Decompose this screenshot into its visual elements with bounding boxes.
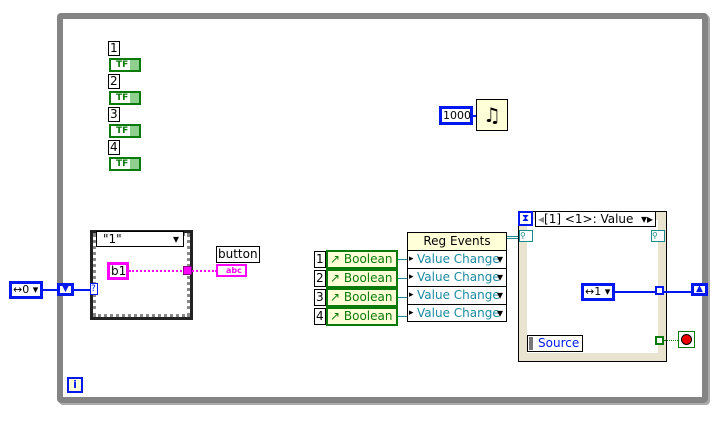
ref-label-3: 3 <box>314 289 326 306</box>
bool-control-2[interactable]: TF <box>109 91 141 105</box>
bool-label-3: 3 <box>108 107 120 122</box>
wire <box>43 289 58 291</box>
ref-wire <box>398 278 407 279</box>
event-row[interactable]: Value Change <box>408 304 506 322</box>
source-node[interactable]: Source <box>527 335 583 352</box>
shift-register-left[interactable]: ▼ <box>57 283 74 296</box>
event-row[interactable]: Value Change <box>408 268 506 286</box>
event-reg-terminal-right: ⚲ <box>651 230 665 242</box>
event-reg-wire <box>507 236 520 239</box>
event-row[interactable]: Value Change <box>408 286 506 304</box>
bool-tunnel <box>655 336 664 345</box>
shift-register-right[interactable]: ▲ <box>691 283 708 296</box>
control-ref-2[interactable]: ↗ Boolean <box>326 269 398 288</box>
iteration-terminal: i <box>67 377 83 393</box>
stop-icon <box>681 334 692 345</box>
bool-control-3[interactable]: TF <box>109 124 141 138</box>
ref-label-2: 2 <box>314 270 326 287</box>
bool-label-1: 1 <box>108 41 120 56</box>
control-ref-4[interactable]: ↗ Boolean <box>326 307 398 326</box>
enum-value: 1 <box>594 285 602 298</box>
ref-name: Boolean <box>343 309 393 323</box>
bool-control-4[interactable]: TF <box>109 157 141 171</box>
ref-label-4: 4 <box>314 308 326 325</box>
case-selector[interactable]: "1"▾ <box>96 231 184 247</box>
case-selector-terminal: ? <box>90 283 98 295</box>
case-tunnel <box>183 266 192 275</box>
string-constant[interactable]: b1 <box>107 262 129 280</box>
event-selector[interactable]: ◂[1] <1>: Value▾▸ <box>535 211 656 227</box>
wire <box>615 291 656 293</box>
enum-constant[interactable]: ↔0 ▾ <box>9 281 43 299</box>
register-events-node[interactable]: Reg Events Value Change Value Change Val… <box>407 232 507 322</box>
ref-name: Boolean <box>343 271 393 285</box>
source-node-handle <box>529 337 533 350</box>
ref-wire <box>398 297 407 298</box>
ref-name: Boolean <box>343 252 393 266</box>
stop-terminal[interactable] <box>678 331 695 348</box>
ref-label-1: 1 <box>314 251 326 268</box>
wait-ms-constant[interactable]: 1000 <box>439 106 473 125</box>
event-reg-terminal-left: ⚲ <box>519 230 533 242</box>
bool-label-4: 4 <box>108 140 120 155</box>
ref-name: Boolean <box>343 290 393 304</box>
control-ref-1[interactable]: ↗ Boolean <box>326 250 398 269</box>
indicator-label: button <box>216 246 260 263</box>
event-tunnel <box>655 286 664 295</box>
string-indicator[interactable]: abc <box>216 264 247 277</box>
enum-value: 0 <box>22 283 30 296</box>
wire <box>664 291 692 293</box>
bool-label-2: 2 <box>108 74 120 89</box>
event-row[interactable]: Value Change <box>408 250 506 268</box>
ref-wire <box>398 259 407 260</box>
metronome-icon[interactable]: ♫ <box>476 99 508 131</box>
string-wire <box>129 270 217 272</box>
while-loop <box>57 13 708 403</box>
timeout-terminal-icon: ⧗ <box>518 211 533 226</box>
wire <box>74 289 91 291</box>
bool-wire <box>664 340 678 341</box>
bool-control-1[interactable]: TF <box>109 58 141 72</box>
reg-events-title: Reg Events <box>408 233 506 250</box>
control-ref-3[interactable]: ↗ Boolean <box>326 288 398 307</box>
case-selector-value: "1" <box>103 232 122 246</box>
ref-wire <box>398 316 407 317</box>
enum-constant-case[interactable]: ↔1 ▾ <box>581 283 615 301</box>
event-selector-value: [1] <1>: Value <box>544 212 634 226</box>
wire <box>473 115 477 117</box>
